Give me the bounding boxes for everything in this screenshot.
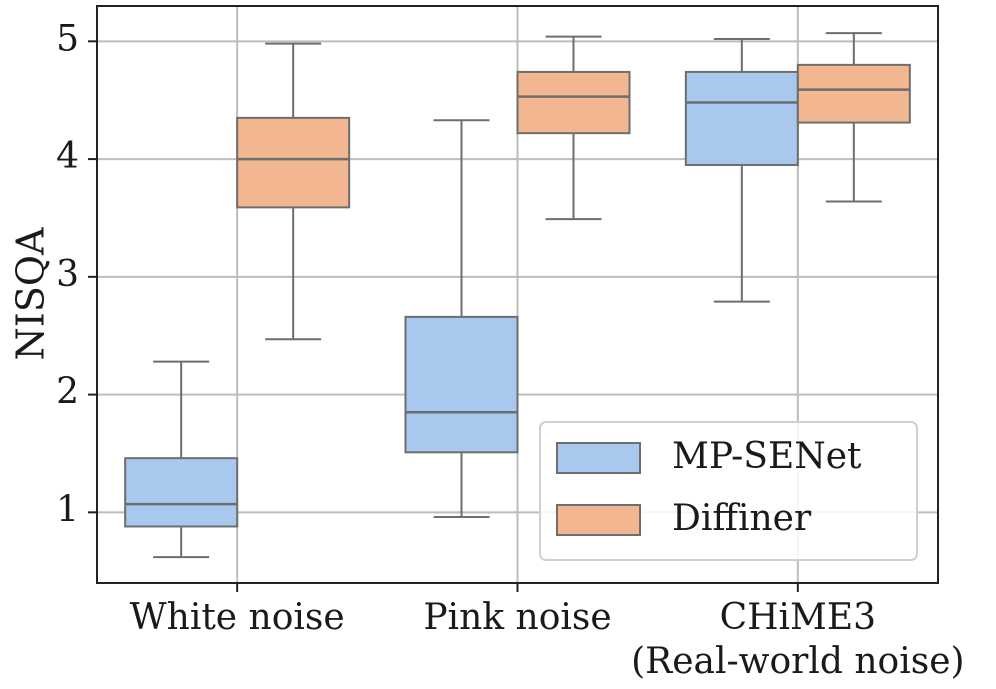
- y-axis-label: NISQA: [9, 227, 53, 360]
- box-body: [236, 116, 351, 209]
- y-tick-label-3: 3: [56, 254, 79, 295]
- y-tick-layer: 1 2 3 4 5: [56, 18, 97, 530]
- y-tick-label-4: 4: [56, 136, 79, 177]
- x-tick-layer: White noise Pink noise CHiME3(Real-world n…: [130, 583, 965, 682]
- box-body: [404, 315, 519, 454]
- box-mp-senet-0: [124, 360, 239, 559]
- y-tick-label-5: 5: [56, 18, 79, 59]
- x-tick-sublabel-2: (Real-world noise): [631, 641, 965, 682]
- legend-swatch-mp-senet: [556, 442, 641, 474]
- legend-label-diffiner: Diffiner: [672, 498, 812, 539]
- box-body: [516, 70, 631, 135]
- x-tick-label-1: Pink noise: [423, 597, 611, 638]
- x-tick-label-0: White noise: [130, 597, 345, 638]
- box-diffiner-2: [796, 32, 911, 203]
- box-mp-senet-1: [404, 119, 519, 519]
- legend: MP-SENet Diffiner: [539, 421, 918, 561]
- legend-label-mp-senet: MP-SENet: [672, 436, 862, 477]
- box-body: [684, 70, 799, 166]
- box-body: [796, 63, 911, 124]
- box-diffiner-0: [236, 42, 351, 341]
- y-tick-label-2: 2: [56, 372, 79, 413]
- box-mp-senet-2: [684, 37, 799, 303]
- x-tick-label-2: CHiME3: [720, 597, 877, 638]
- box-body: [124, 457, 239, 528]
- legend-swatch-diffiner: [556, 504, 641, 536]
- box-diffiner-1: [516, 35, 631, 221]
- box-layer: [124, 32, 911, 559]
- y-tick-label-1: 1: [56, 489, 79, 530]
